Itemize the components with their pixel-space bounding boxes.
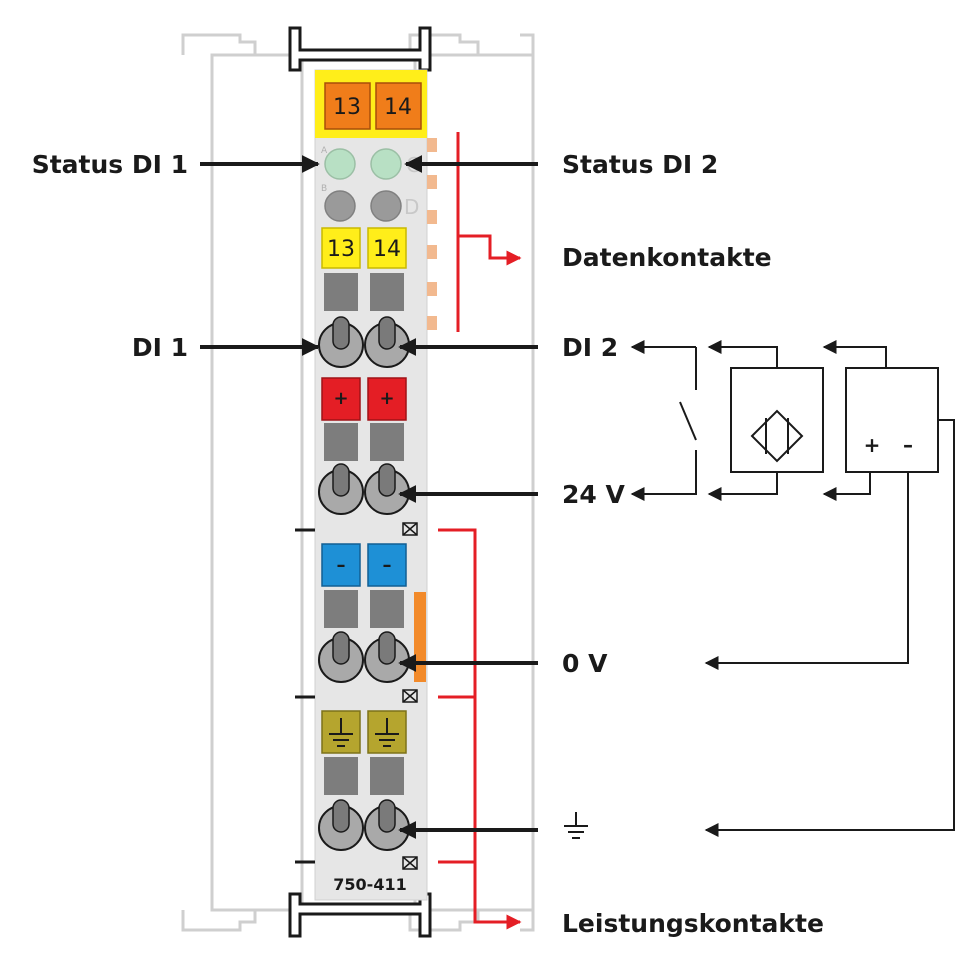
release-opening[interactable] — [370, 757, 404, 795]
external-wiring — [630, 340, 955, 837]
clamp-lever-icon — [378, 463, 396, 497]
pointer-arrows — [200, 155, 538, 839]
labels: Status DI 1 Status DI 2 Datenkontakte DI… — [32, 150, 824, 938]
label-leistungskontakte: Leistungskontakte — [562, 909, 824, 938]
top-terminal-tags: 13 14 — [324, 82, 422, 130]
minus-symbol-1: – — [337, 555, 346, 576]
power-contacts-bracket — [438, 528, 522, 930]
sensor-symbol-icon — [750, 409, 804, 463]
release-opening[interactable] — [370, 590, 404, 628]
switch-icon — [679, 401, 697, 441]
tag-14-top: 14 — [384, 95, 412, 120]
label-24v: 24 V — [562, 480, 625, 509]
supply-minus: – — [903, 433, 913, 457]
potential-tags: + + – – — [321, 377, 407, 754]
label-di1: DI 1 — [132, 333, 188, 362]
clamp-lever-icon — [378, 631, 396, 665]
label-0v: 0 V — [562, 649, 608, 678]
led-status-di1 — [324, 148, 356, 180]
model-number: 750-411 — [333, 875, 406, 894]
sensor-box — [730, 367, 824, 473]
label-datenkontakte: Datenkontakte — [562, 243, 772, 272]
clamp-lever-icon — [378, 316, 396, 350]
label-ground-icon — [564, 812, 588, 839]
side-letter-d: D — [404, 195, 419, 219]
release-opening[interactable] — [324, 590, 358, 628]
led-status-di2 — [370, 148, 402, 180]
plus-symbol-1: + — [333, 388, 348, 409]
ground-icon-2 — [375, 718, 399, 747]
clamp-lever-icon — [332, 316, 350, 350]
release-opening[interactable] — [324, 757, 358, 795]
tag-14-lower: 14 — [373, 237, 401, 262]
clamp-lever-icon — [332, 631, 350, 665]
release-opening[interactable] — [324, 273, 358, 311]
led-b2 — [370, 190, 402, 222]
supply-plus: + — [864, 433, 881, 457]
tag-13-top: 13 — [333, 95, 361, 120]
clamp-lever-icon — [332, 463, 350, 497]
label-di2: DI 2 — [562, 333, 618, 362]
supply-polarity: + – — [864, 433, 913, 457]
minus-symbol-2: – — [383, 555, 392, 576]
terminal-group — [318, 273, 410, 851]
release-opening[interactable] — [370, 423, 404, 461]
led-row-a-letter: A — [321, 146, 328, 156]
clamp-lever-icon — [332, 799, 350, 833]
plus-symbol-2: + — [379, 388, 394, 409]
ground-icon-1 — [329, 718, 353, 747]
tag-13-lower: 13 — [327, 237, 355, 262]
supply-box — [845, 367, 939, 473]
release-opening[interactable] — [324, 423, 358, 461]
led-b1 — [324, 190, 356, 222]
label-status-di1: Status DI 1 — [32, 150, 188, 179]
led-row-b-letter: B — [321, 184, 327, 194]
lower-terminal-tags: 13 14 — [321, 227, 407, 269]
clamp-lever-icon — [378, 799, 396, 833]
label-status-di2: Status DI 2 — [562, 150, 718, 179]
release-opening[interactable] — [370, 273, 404, 311]
